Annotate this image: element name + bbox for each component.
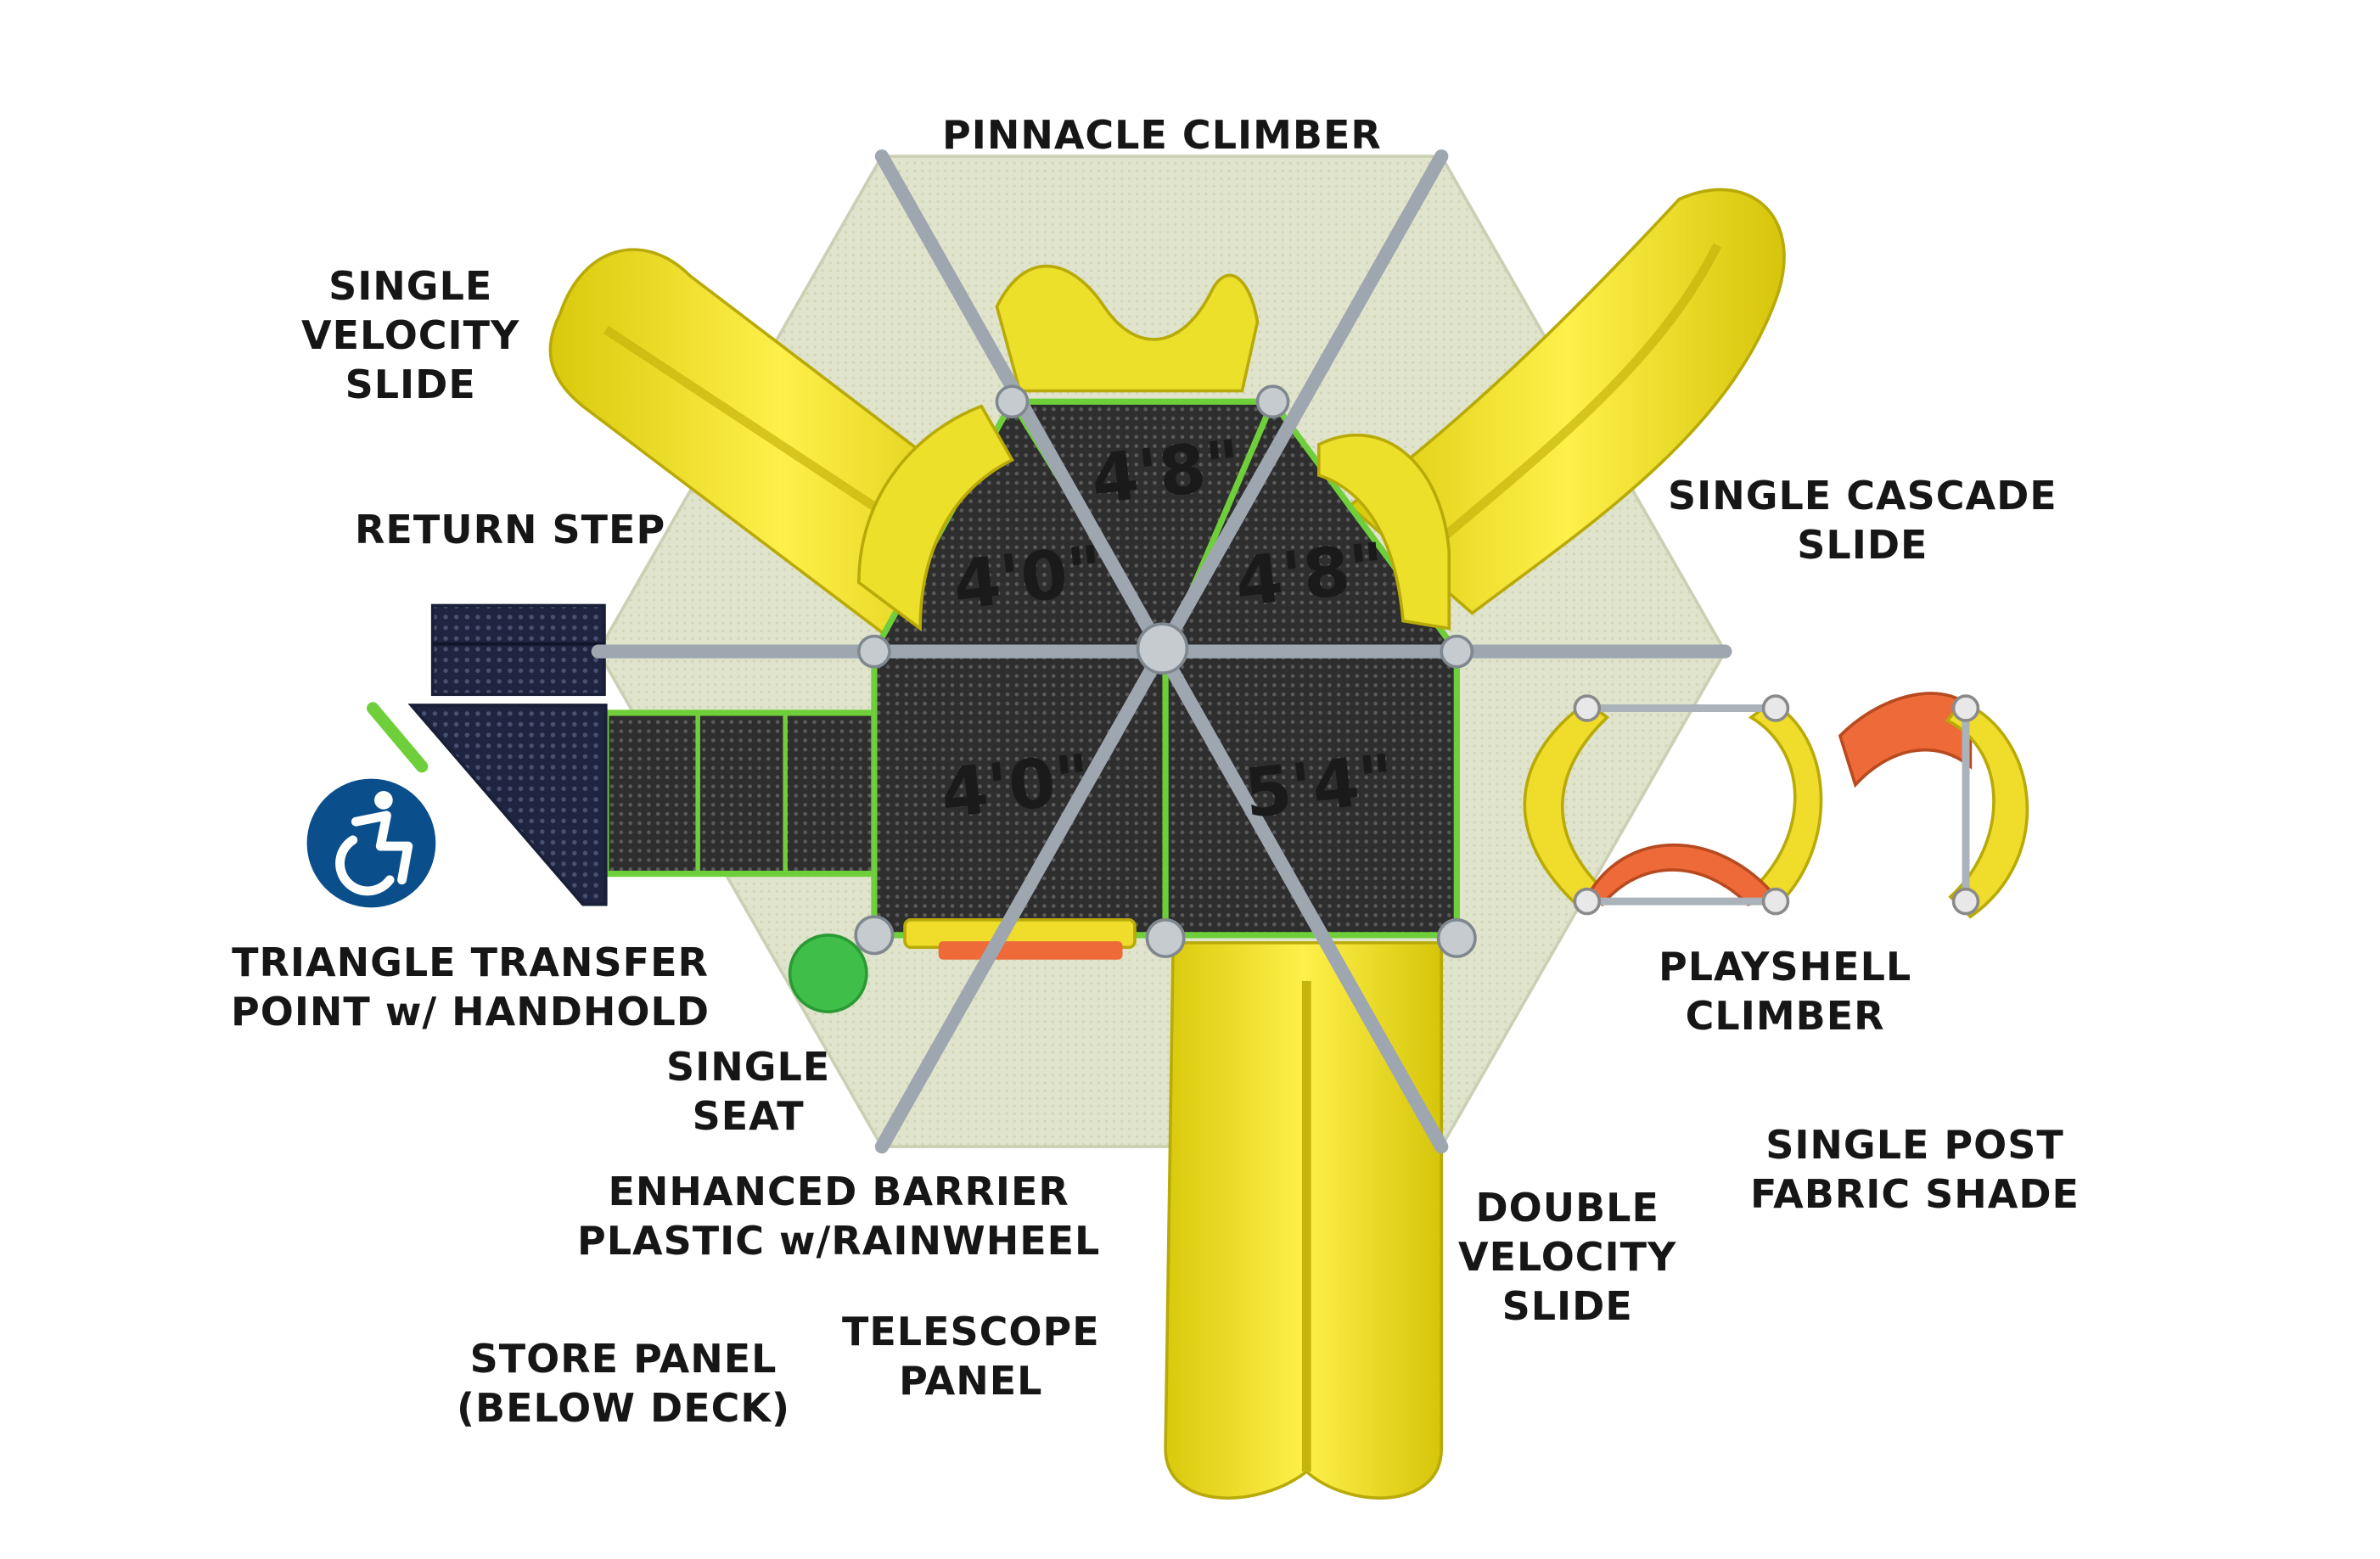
label-enhanced-barrier: ENHANCED BARRIER PLASTIC w/RAINWHEEL <box>577 1169 1101 1264</box>
label-single-cascade-slide: SINGLE CASCADE SLIDE <box>1668 473 2057 568</box>
store-panel <box>938 941 1123 960</box>
playshell-climber <box>1523 692 2029 919</box>
return-step <box>430 603 606 697</box>
deck-height-lower-left: 4'0" <box>937 739 1094 833</box>
center-post <box>1136 622 1189 675</box>
wheelchair-accessibility-icon <box>306 778 436 908</box>
label-triangle-transfer-point: TRIANGLE TRANSFER POINT w/ HANDHOLD <box>231 939 710 1035</box>
slide-hood-right <box>1316 434 1451 631</box>
slide-hood-left <box>857 404 1014 632</box>
label-return-step: RETURN STEP <box>355 507 666 552</box>
deck-height-top: 4'8" <box>1087 425 1244 519</box>
triangle-transfer-point <box>367 702 608 906</box>
label-pinnacle-climber: PINNACLE CLIMBER <box>942 112 1382 158</box>
label-double-velocity-slide: DOUBLE VELOCITY SLIDE <box>1458 1185 1677 1329</box>
double-velocity-slide <box>1164 941 1444 1500</box>
deck-panels <box>868 395 1463 939</box>
label-store-panel: STORE PANEL (BELOW DECK) <box>457 1336 791 1431</box>
pinnacle-climber <box>995 264 1260 393</box>
transfer-walkway <box>603 709 878 878</box>
label-single-velocity-slide: SINGLE VELOCITY SLIDE <box>301 263 520 407</box>
label-single-seat: SINGLE SEAT <box>666 1044 831 1139</box>
single-cascade-slide <box>1346 188 1786 615</box>
deck-posts <box>854 384 1477 958</box>
deck-height-upper-right: 4'8" <box>1232 528 1389 622</box>
label-telescope-panel: TELESCOPE PANEL <box>842 1309 1100 1404</box>
single-seat <box>788 934 868 1013</box>
label-single-post-fabric-shade: SINGLE POST FABRIC SHADE <box>1750 1122 2080 1217</box>
deck-height-upper-left: 4'0" <box>950 530 1107 625</box>
label-playshell-climber: PLAYSHELL CLIMBER <box>1659 944 1912 1039</box>
deck-height-lower-right: 5'4" <box>1241 739 1398 833</box>
